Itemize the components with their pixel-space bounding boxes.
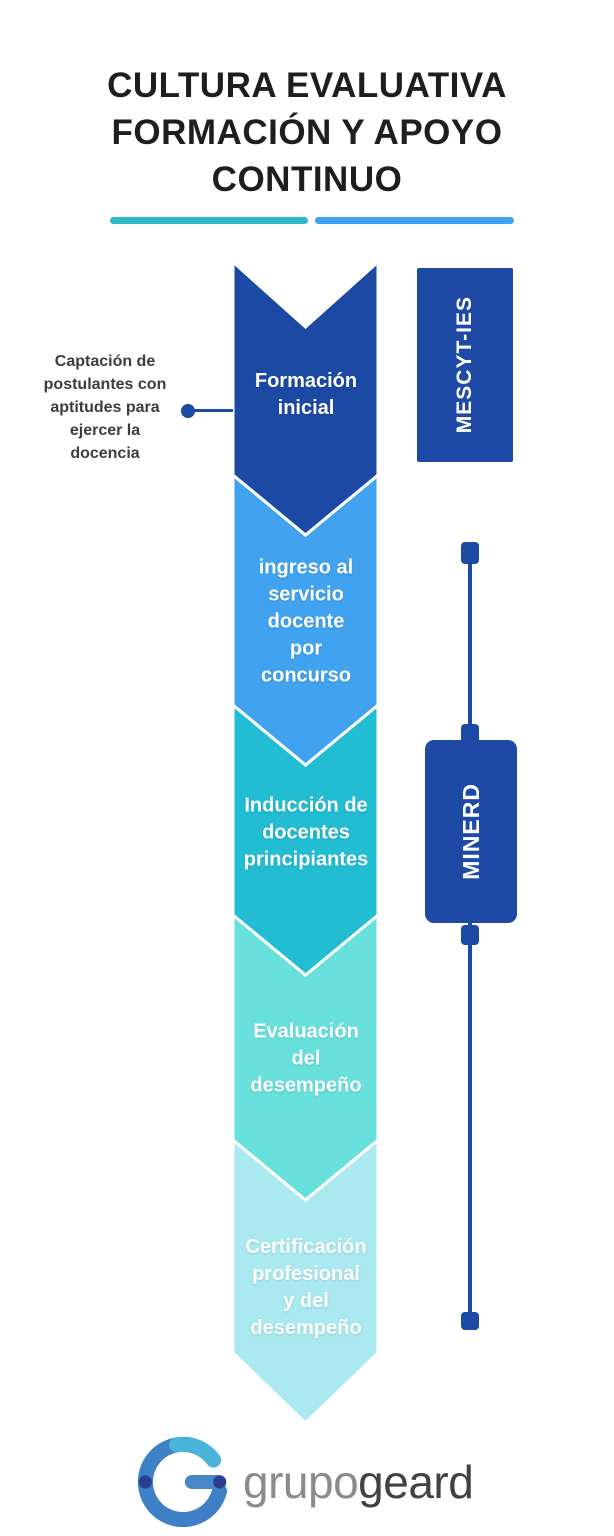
mescyt-ies-box: MESCYT-IES: [417, 268, 513, 462]
mescyt-ies-label: MESCYT-IES: [453, 296, 476, 434]
logo-dot-right: [213, 1475, 227, 1489]
page-title: CULTURA EVALUATIVA FORMACIÓN Y APOYO CON…: [0, 62, 614, 203]
stage-label-induccion: Inducción de docentes principiantes: [243, 794, 369, 871]
title-line-1: CULTURA EVALUATIVA: [107, 66, 507, 105]
minerd-timeline-endpoint-bottom: [461, 1312, 479, 1330]
logo-text-geard: geard: [358, 1456, 474, 1508]
annotation-connector-line: [189, 409, 234, 412]
stage-label-formacion-inicial: Formación inicial: [254, 370, 358, 419]
title-line-2: FORMACIÓN Y APOYO: [111, 113, 503, 152]
stage-label-evaluacion: Evaluación del desempeño: [250, 1020, 362, 1097]
logo-wordmark: grupogeard: [243, 1454, 474, 1510]
title-line-3: CONTINUO: [211, 160, 403, 199]
annotation-text: Captación de postulantes con aptitudes p…: [43, 353, 167, 462]
minerd-timeline-connector-bottom: [461, 925, 479, 945]
divider-left-segment: [110, 217, 308, 224]
grupogeard-logo-icon: [137, 1436, 227, 1528]
minerd-label: MINERD: [457, 783, 484, 880]
minerd-timeline-connector-top: [461, 724, 479, 744]
stage-label-certificacion: Certificación profesional y del desempeñ…: [245, 1236, 367, 1339]
annotation-connector-dot: [181, 404, 195, 418]
logo-text-grupo: grupo: [243, 1456, 359, 1508]
stage-1-shape: [233, 262, 378, 537]
minerd-timeline-endpoint-top: [461, 542, 479, 564]
minerd-box: MINERD: [425, 740, 517, 923]
logo-dot-left: [138, 1475, 152, 1489]
logo-highlight-arc: [168, 1436, 221, 1468]
stage-label-ingreso-servicio: ingreso al servicio docente por concurso: [258, 556, 354, 687]
process-arrow: [233, 262, 378, 1426]
divider-right-segment: [315, 217, 514, 224]
